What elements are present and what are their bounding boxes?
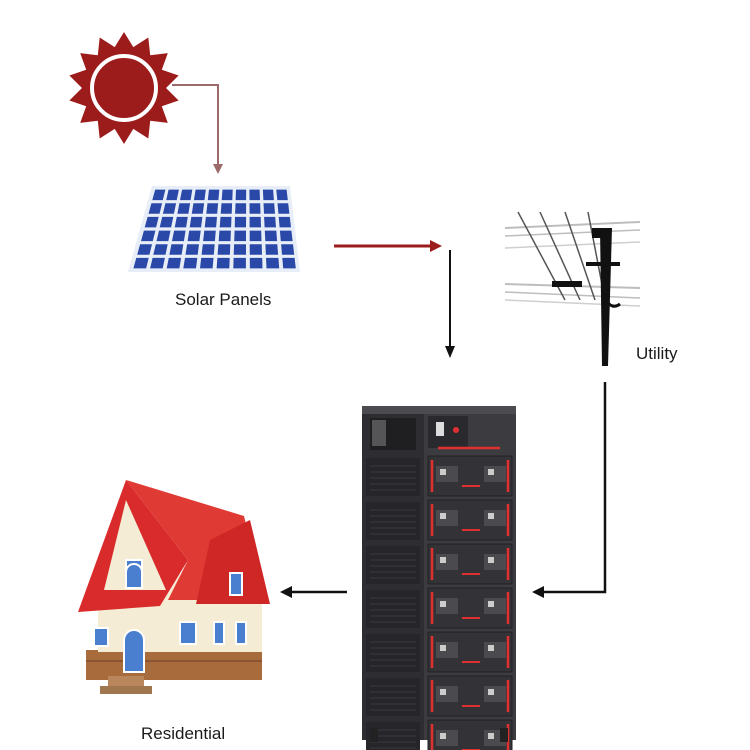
sun-to-panel-connector <box>172 84 223 174</box>
house-icon <box>78 480 270 694</box>
battery-cabinet-icon <box>362 406 516 750</box>
solar-panels-label: Solar Panels <box>175 290 272 309</box>
panel-to-battery-arrow <box>334 240 442 252</box>
utility-label: Utility <box>636 344 678 363</box>
sun-icon <box>69 32 179 144</box>
residential-label: Residential <box>141 724 226 743</box>
solar-panel-icon <box>128 186 300 272</box>
junction-to-battery-arrow <box>445 250 455 358</box>
battery-to-house-arrow <box>280 586 347 598</box>
utility-pole-icon <box>504 211 641 366</box>
utility-to-battery-arrow <box>532 382 607 598</box>
